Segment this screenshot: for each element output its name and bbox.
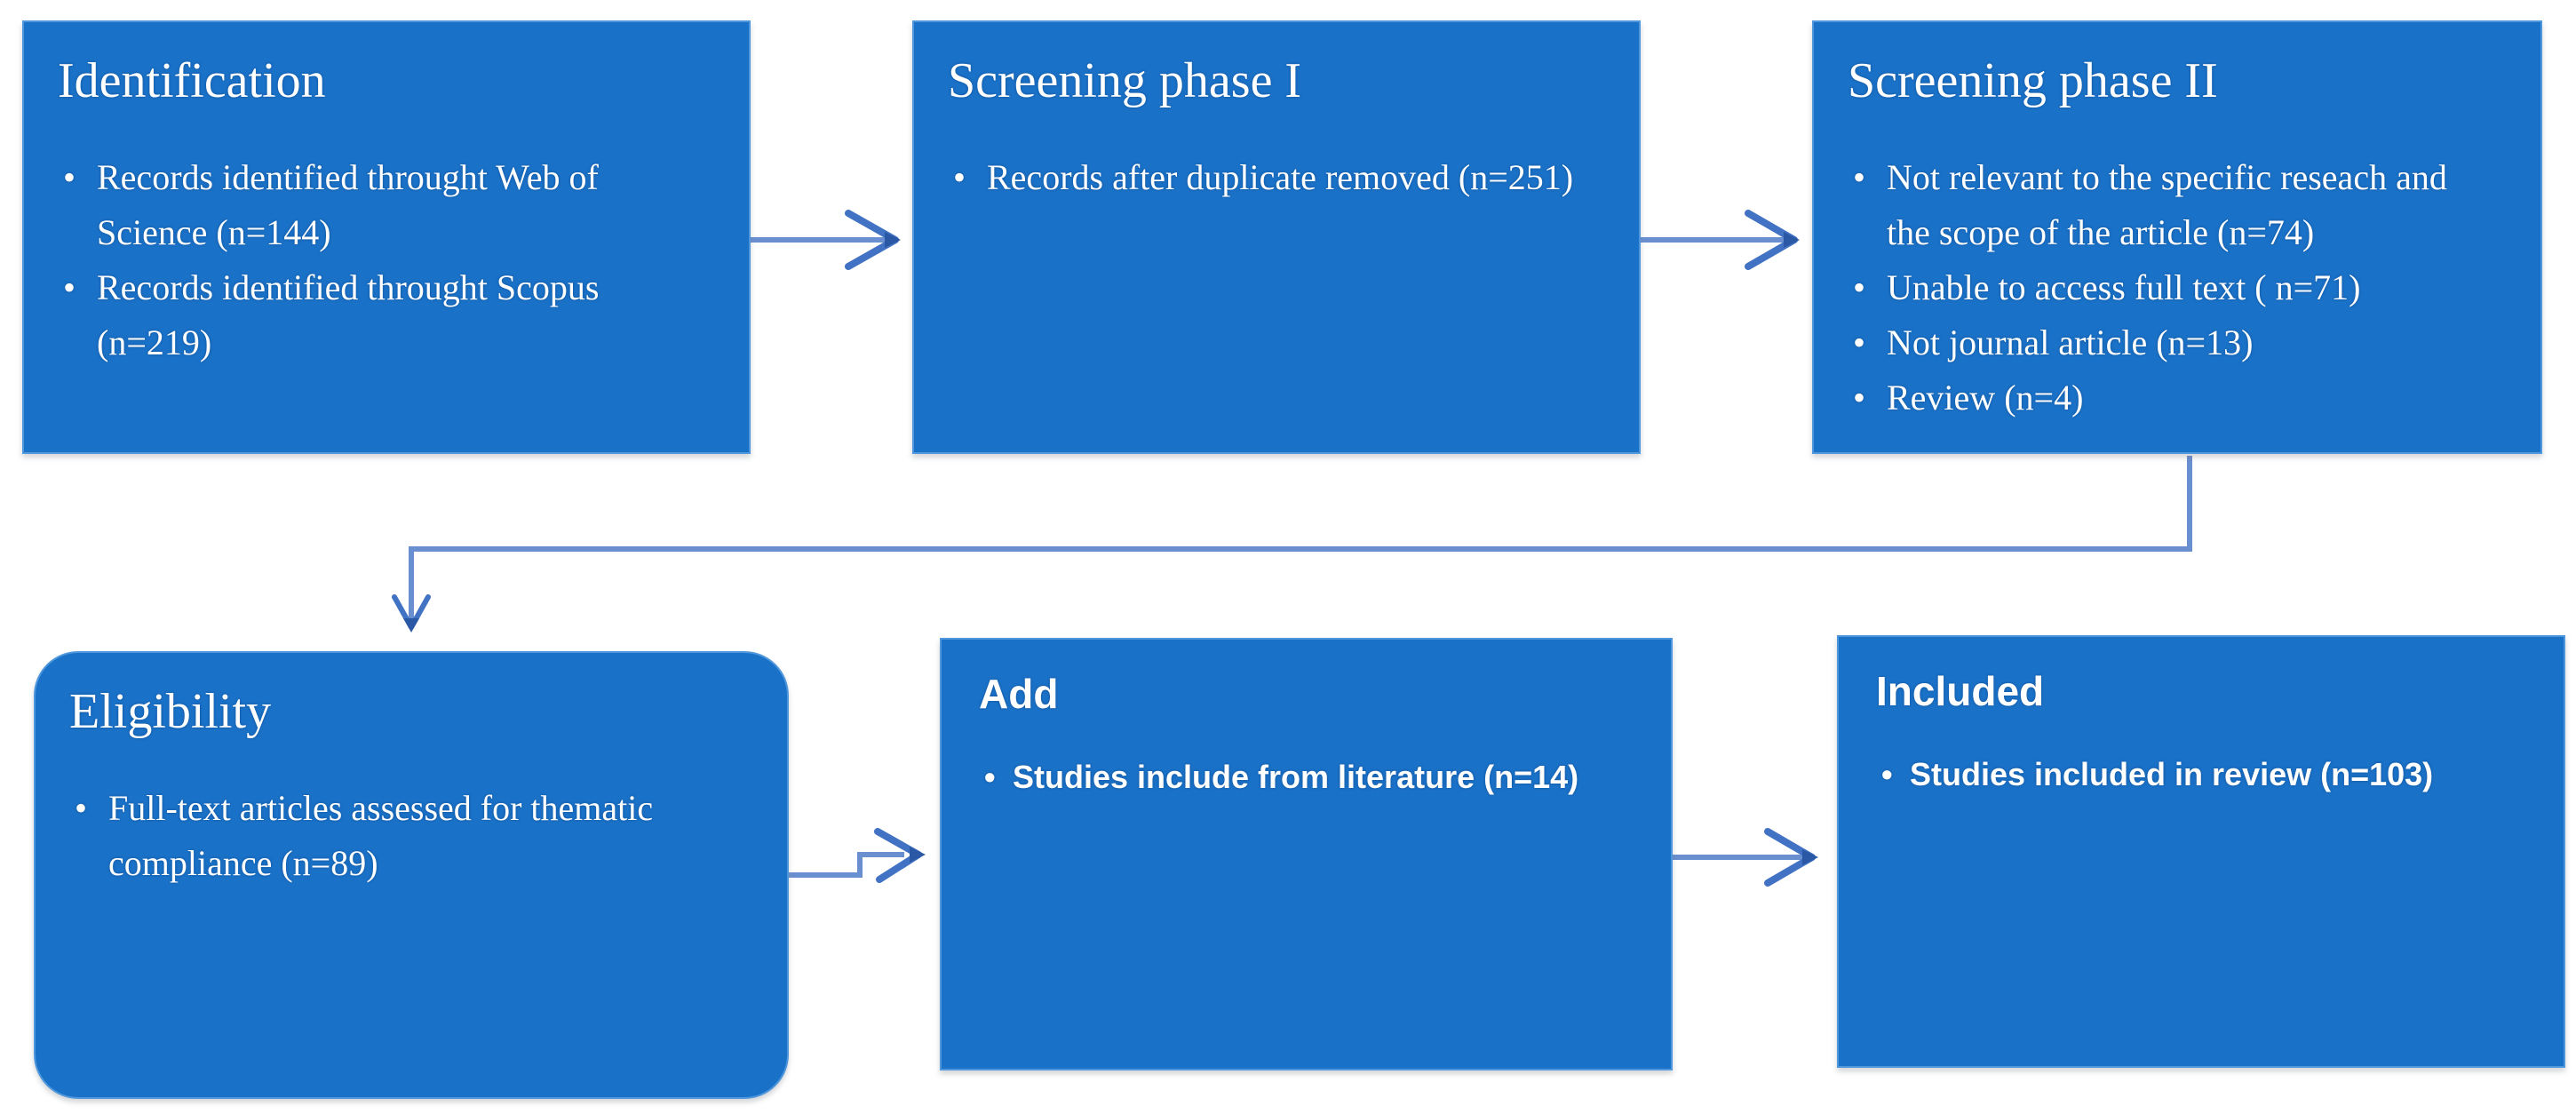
bullet-item: Not relevant to the specific reseach and…: [1848, 150, 2491, 260]
bullet-item: Records identified throught Scopus (n=21…: [58, 260, 699, 370]
arrow-screening1-to-screening2-icon: [1641, 210, 1800, 270]
arrow-eligibility-to-add-icon: [787, 828, 926, 883]
arrow-add-to-included-icon: [1668, 828, 1818, 887]
add-title: Add: [979, 671, 1059, 717]
eligibility-bullet-list: Full-text articles assessed for thematic…: [36, 781, 787, 891]
bullet-item: Not journal article (n=13): [1848, 315, 2491, 370]
add-bullet-list: Studies include from literature (n=14): [942, 753, 1671, 801]
bullet-item: Unable to access full text ( n=71): [1848, 260, 2491, 315]
bullet-item: Records identified throught Web of Scien…: [58, 150, 699, 260]
bullet-item: Full-text articles assessed for thematic…: [69, 781, 751, 891]
bullet-item: Review (n=4): [1848, 370, 2491, 426]
bullet-item: Records after duplicate removed (n=251): [948, 150, 1589, 205]
bullet-item: Studies include from literature (n=14): [979, 753, 1635, 801]
included-title: Included: [1876, 668, 2045, 714]
screening-phase2-bullet-list: Not relevant to the specific reseach and…: [1814, 150, 2540, 426]
screening-phase1-title: Screening phase I: [948, 53, 1302, 108]
included-bullet-list: Studies included in review (n=103): [1839, 751, 2564, 799]
eligibility-title: Eligibility: [69, 684, 272, 739]
add-box: Add Studies include from literature (n=1…: [940, 638, 1673, 1070]
identification-box: Identification Records identified throug…: [22, 20, 751, 454]
identification-bullet-list: Records identified throught Web of Scien…: [24, 150, 749, 370]
screening-phase1-box: Screening phase I Records after duplicat…: [912, 20, 1641, 454]
screening-phase2-box: Screening phase II Not relevant to the s…: [1812, 20, 2542, 454]
eligibility-box: Eligibility Full-text articles assessed …: [34, 651, 789, 1099]
included-box: Included Studies included in review (n=1…: [1837, 635, 2565, 1068]
identification-title: Identification: [58, 53, 326, 108]
screening-phase2-title: Screening phase II: [1848, 53, 2218, 108]
arrow-identification-to-screening1-icon: [751, 210, 901, 270]
screening-phase1-bullet-list: Records after duplicate removed (n=251): [914, 150, 1639, 205]
bullet-item: Studies included in review (n=103): [1876, 751, 2528, 799]
arrow-screening2-to-eligibility-icon: [392, 456, 2192, 633]
